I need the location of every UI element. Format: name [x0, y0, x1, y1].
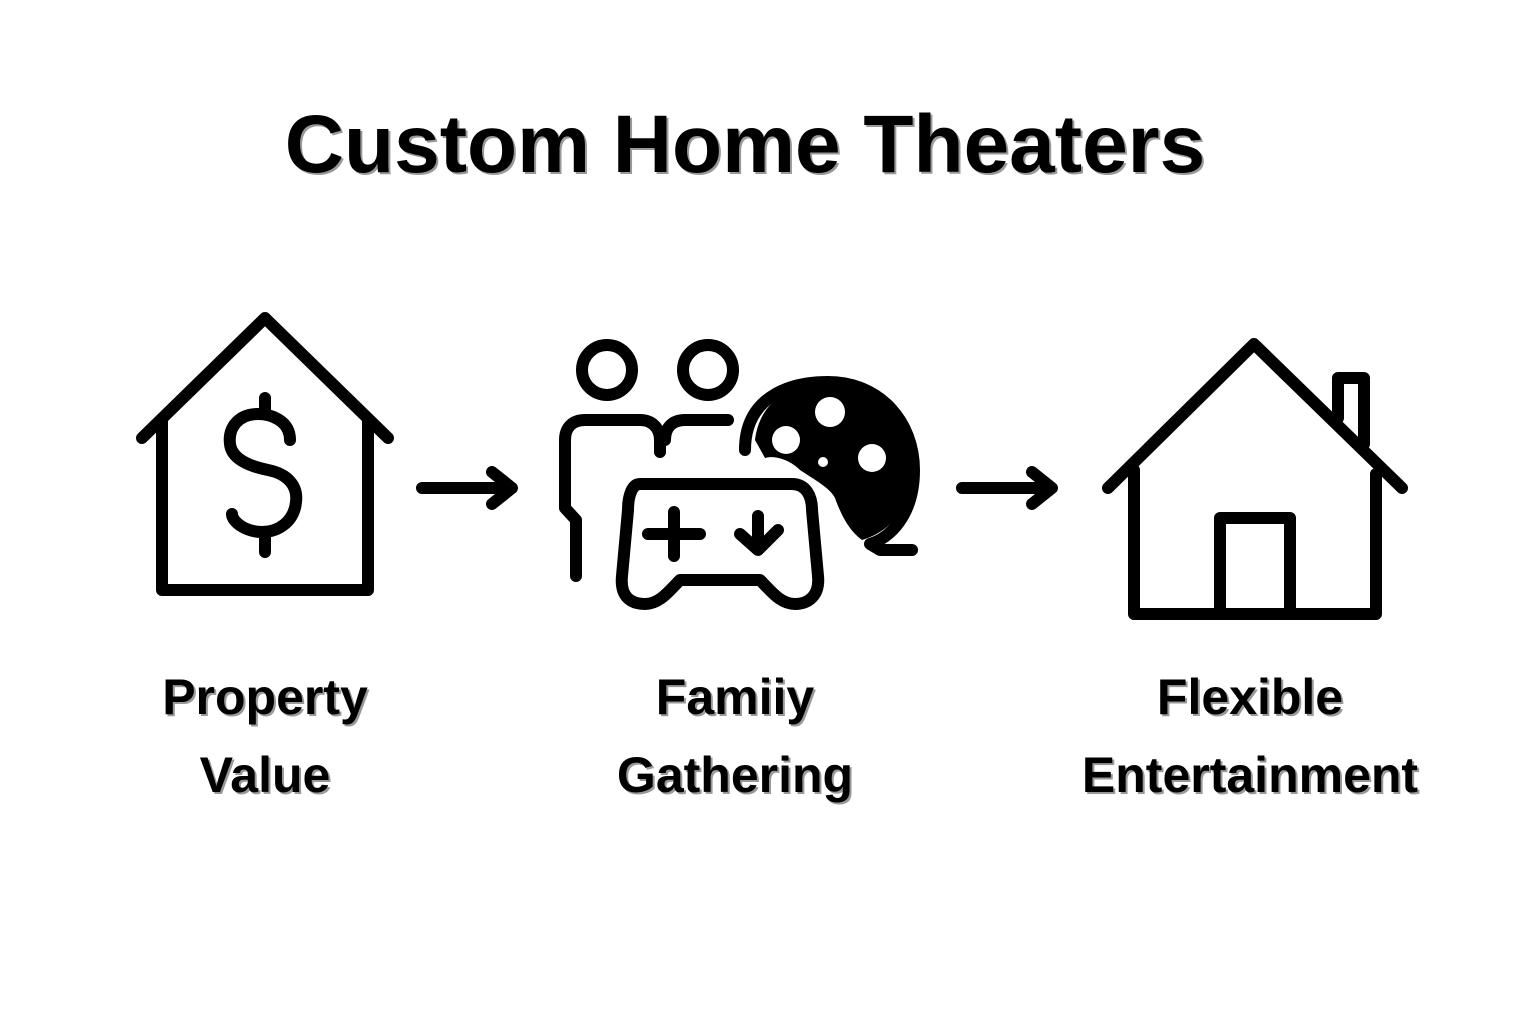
arrow-icon [416, 466, 518, 510]
label-line: Entertainment [1081, 747, 1419, 803]
step-label-flexible-entertainment: Flexible Entertainment [1000, 658, 1500, 814]
house-icon [1102, 338, 1408, 620]
step-label-property-value: Property Value [115, 658, 415, 814]
label-line: Gathering [616, 747, 854, 803]
house-dollar-icon [136, 312, 394, 596]
step-label-family-gathering: Famiiy Gathering [560, 658, 910, 814]
arrow-icon [956, 466, 1058, 510]
label-line: Flexible [1156, 669, 1344, 725]
diagram-title: Custom Home Theaters [284, 99, 1206, 190]
label-line: Value [199, 747, 331, 803]
label-line: Property [162, 669, 368, 725]
family-gaming-film-icon [559, 339, 920, 610]
label-line: Famiiy [655, 669, 815, 725]
